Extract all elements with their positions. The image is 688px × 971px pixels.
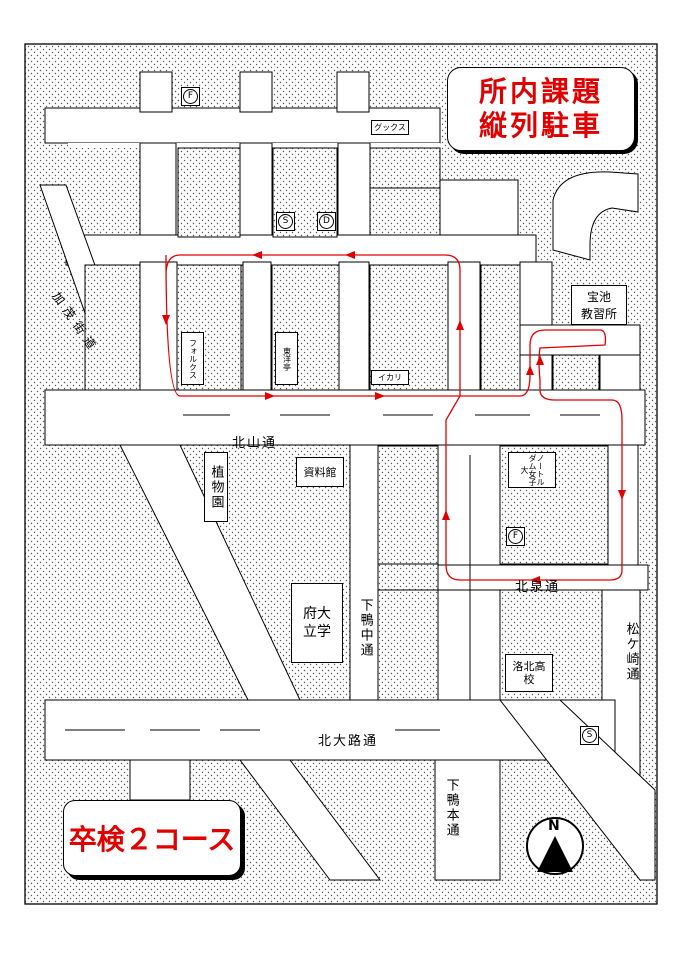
course-label-box: 卒検２コース xyxy=(63,800,241,876)
road-dashes xyxy=(65,414,600,731)
landmark-gooks: グックス xyxy=(371,120,409,135)
landmark-notre-dame: ノートルダム女子大 xyxy=(508,452,556,488)
title-line1: 所内課題 xyxy=(478,75,603,109)
driving-school-label: 宝池 教習所 xyxy=(571,285,627,325)
gas-station-icon-bottom: F xyxy=(506,527,525,546)
gas-station-d-icon: D xyxy=(317,212,336,231)
landmark-botanical-garden: 植物園 xyxy=(204,452,228,522)
course-route xyxy=(165,254,623,581)
course-label: 卒検２コース xyxy=(68,823,236,856)
title-line2: 縦列駐車 xyxy=(478,109,603,142)
road-label-kitaizumi: 北泉通 xyxy=(515,580,561,595)
road-label-shimogamo-hon: 下鴨本通 xyxy=(443,778,459,838)
symbol-f2-text: F xyxy=(508,529,523,544)
gas-station-s-icon-bottom: S xyxy=(580,726,599,745)
road-network xyxy=(39,71,656,881)
road-label-kitaoji: 北大路通 xyxy=(318,734,379,749)
landmark-toyotei: 東洋亭 xyxy=(275,332,298,385)
school-line1: 宝池 xyxy=(586,290,611,304)
landmark-folks: フォルクス xyxy=(181,332,204,385)
gas-station-s-icon: S xyxy=(276,212,295,231)
landmark-rakuhoku-hs: 洛北高校 xyxy=(505,654,553,692)
symbol-f1-text: F xyxy=(183,89,198,104)
road-label-shimogamo-naka: 下鴨中通 xyxy=(357,598,373,658)
route-arrows xyxy=(162,251,626,584)
title-box: 所内課題 縦列駐車 xyxy=(447,67,635,151)
symbol-s1-text: S xyxy=(278,214,293,229)
gas-station-icon-top: F xyxy=(181,87,200,106)
landmark-prefectural-univ: 府大立学 xyxy=(291,583,343,663)
symbol-d1-text: D xyxy=(319,214,334,229)
landmark-ikari: イカリ xyxy=(371,370,409,385)
compass-icon xyxy=(526,817,584,875)
road-label-matsugasaki: 松ケ崎通 xyxy=(623,622,639,682)
school-line2: 教習所 xyxy=(580,307,617,321)
road-label-kitayama: 北山通 xyxy=(232,436,278,451)
compass-label: N xyxy=(548,818,560,834)
symbol-s2-text: S xyxy=(582,728,597,743)
landmark-archives: 資料館 xyxy=(296,457,344,487)
